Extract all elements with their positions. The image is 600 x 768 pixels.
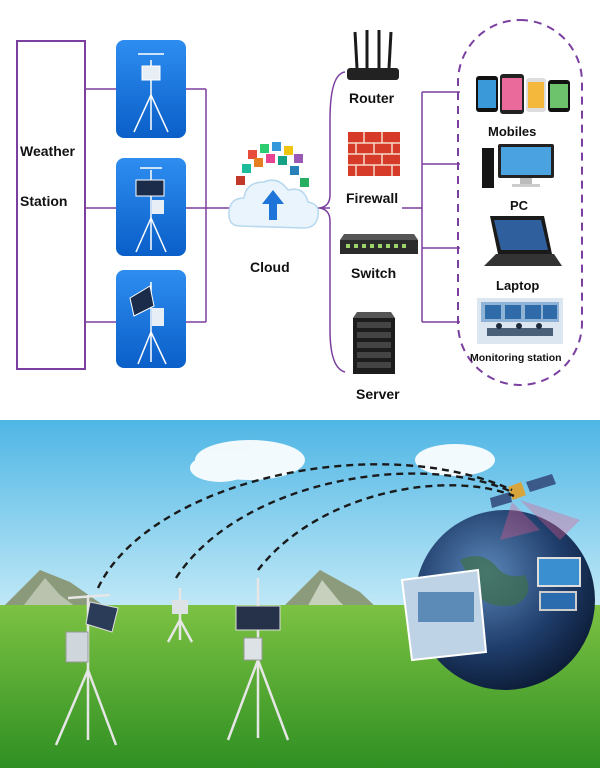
pc-icon [482, 144, 554, 188]
weather-station-box [16, 40, 86, 370]
mobiles-icon [476, 74, 570, 114]
switch-label: Switch [351, 265, 397, 281]
connection-lines [86, 19, 583, 386]
satellite-illustration [0, 420, 600, 768]
laptop-icon [484, 216, 562, 266]
signal-arcs [96, 463, 515, 589]
switch-icon [340, 234, 418, 254]
app-icons [236, 142, 309, 187]
weather-label-line1: Weather [20, 143, 75, 159]
cloud-icon [228, 142, 320, 229]
network-diagram: Weather Station [16, 19, 583, 402]
monitoring-room-icon [477, 298, 563, 344]
firewall-label: Firewall [346, 190, 399, 206]
cloud-label: Cloud [250, 259, 290, 275]
cloud-node [226, 140, 320, 236]
weather-station-tile-1 [116, 40, 186, 138]
laptop-label: Laptop [496, 278, 540, 293]
landscape-scene [0, 420, 600, 768]
pc-label: PC [510, 198, 529, 213]
server-icon [353, 312, 395, 374]
router-icon [347, 30, 399, 80]
pc-screen [537, 557, 581, 587]
weather-station-icon [135, 167, 167, 253]
monitoring-label: Monitoring station [470, 352, 562, 364]
weather-station-icon [133, 53, 169, 133]
sky-clouds [190, 440, 495, 482]
weather-station-icon [129, 282, 167, 365]
weather-label-line2: Station [20, 193, 68, 209]
firewall-icon [348, 132, 400, 176]
mobiles-label: Mobiles [488, 124, 537, 139]
weather-station-tile-2 [116, 158, 186, 256]
server-label: Server [356, 386, 400, 402]
weather-station-tile-3 [116, 270, 186, 368]
router-label: Router [349, 90, 395, 106]
